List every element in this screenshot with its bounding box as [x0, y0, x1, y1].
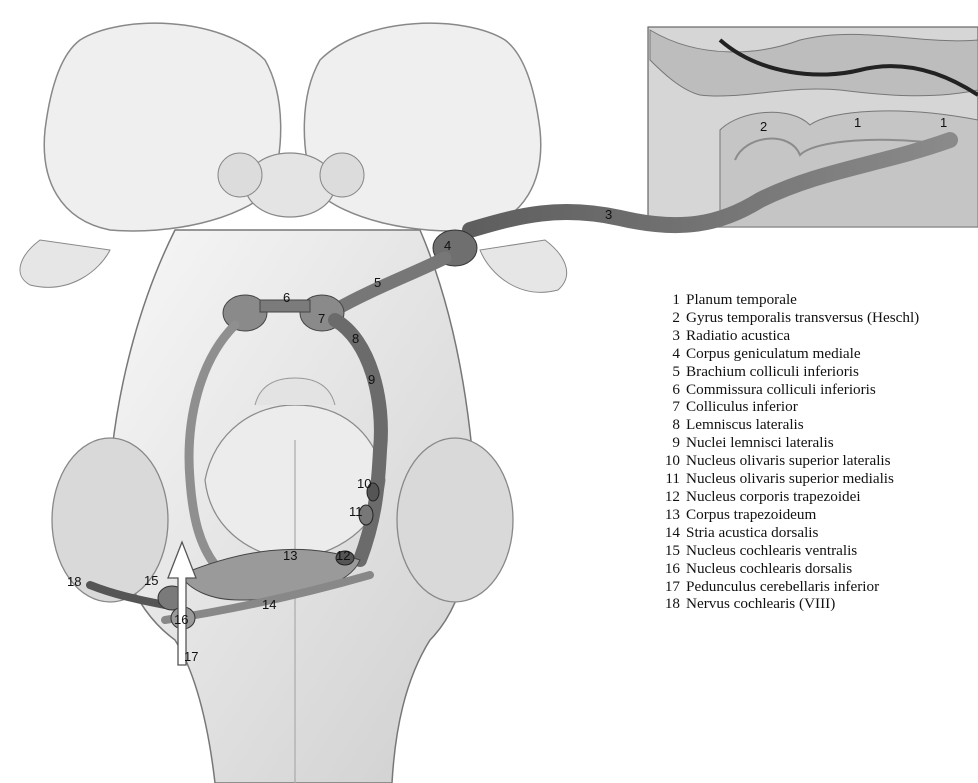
marker-11: 11 — [349, 504, 363, 519]
legend-label: Nucleus cochlearis ventralis — [686, 542, 857, 559]
marker-7: 7 — [318, 311, 325, 326]
legend-label: Corpus geniculatum mediale — [686, 345, 861, 362]
legend-label: Commissura colliculi inferioris — [686, 381, 876, 398]
legend-item: 9 Nuclei lemnisci lateralis — [664, 434, 976, 452]
legend-number: 10 — [664, 452, 680, 470]
legend-number: 2 — [664, 309, 680, 327]
legend-item: 8 Lemniscus lateralis — [664, 416, 976, 434]
legend-number: 13 — [664, 506, 680, 524]
legend-number: 14 — [664, 524, 680, 542]
legend-item: 5 Brachium colliculi inferioris — [664, 363, 976, 381]
legend-number: 16 — [664, 560, 680, 578]
marker-1a: 1 — [854, 115, 861, 130]
legend-item: 2 Gyrus temporalis transversus (Heschl) — [664, 309, 976, 327]
marker-9: 9 — [368, 372, 375, 387]
legend-item: 6 Commissura colliculi inferioris — [664, 381, 976, 399]
legend-item: 17 Pedunculus cerebellaris inferior — [664, 578, 976, 596]
legend-number: 18 — [664, 595, 680, 613]
legend-item: 12 Nucleus corporis trapezoidei — [664, 488, 976, 506]
legend-number: 1 — [664, 291, 680, 309]
legend-label: Nucleus corporis trapezoidei — [686, 488, 861, 505]
legend-item: 18 Nervus cochlearis (VIII) — [664, 595, 976, 613]
legend-item: 13 Corpus trapezoideum — [664, 506, 976, 524]
marker-15: 15 — [144, 573, 158, 588]
legend-label: Nuclei lemnisci lateralis — [686, 434, 834, 451]
legend-number: 4 — [664, 345, 680, 363]
legend-label: Lemniscus lateralis — [686, 416, 804, 433]
legend-number: 9 — [664, 434, 680, 452]
legend-number: 15 — [664, 542, 680, 560]
marker-14: 14 — [262, 597, 276, 612]
legend-item: 14 Stria acustica dorsalis — [664, 524, 976, 542]
legend-number: 17 — [664, 578, 680, 596]
legend-list: 1 Planum temporale 2 Gyrus temporalis trans… — [664, 291, 976, 613]
marker-1b: 1 — [940, 115, 947, 130]
marker-10: 10 — [357, 476, 371, 491]
legend-number: 12 — [664, 488, 680, 506]
legend-number: 3 — [664, 327, 680, 345]
marker-12: 12 — [336, 548, 350, 563]
cortex-inset — [648, 27, 978, 227]
marker-8: 8 — [352, 331, 359, 346]
marker-3: 3 — [605, 207, 612, 222]
legend-number: 5 — [664, 363, 680, 381]
marker-6: 6 — [283, 290, 290, 305]
legend-label: Brachium colliculi inferioris — [686, 363, 859, 380]
legend-label: Nervus cochlearis (VIII) — [686, 595, 835, 612]
legend-number: 11 — [664, 470, 680, 488]
legend-label: Nucleus olivaris superior medialis — [686, 470, 894, 487]
legend-number: 8 — [664, 416, 680, 434]
legend-label: Stria acustica dorsalis — [686, 524, 818, 541]
marker-5: 5 — [374, 275, 381, 290]
legend-item: 4 Corpus geniculatum mediale — [664, 345, 976, 363]
legend-label: Corpus trapezoideum — [686, 506, 816, 523]
marker-2: 2 — [760, 119, 767, 134]
marker-16: 16 — [174, 612, 188, 627]
legend-item: 16 Nucleus cochlearis dorsalis — [664, 560, 976, 578]
legend-item: 11 Nucleus olivaris superior medialis — [664, 470, 976, 488]
legend-label: Planum temporale — [686, 291, 797, 308]
legend-item: 3 Radiatio acustica — [664, 327, 976, 345]
legend-label: Pedunculus cerebellaris inferior — [686, 578, 879, 595]
legend-item: 15 Nucleus cochlearis ventralis — [664, 542, 976, 560]
marker-17: 17 — [184, 649, 198, 664]
legend-label: Colliculus inferior — [686, 398, 798, 415]
legend-label: Radiatio acustica — [686, 327, 790, 344]
legend-label: Nucleus olivaris superior lateralis — [686, 452, 891, 469]
marker-18: 18 — [67, 574, 81, 589]
legend-label: Gyrus temporalis transversus (Heschl) — [686, 309, 919, 326]
marker-4: 4 — [444, 238, 451, 253]
legend-item: 10 Nucleus olivaris superior lateralis — [664, 452, 976, 470]
legend-item: 1 Planum temporale — [664, 291, 976, 309]
legend-item: 7 Colliculus inferior — [664, 398, 976, 416]
legend-label: Nucleus cochlearis dorsalis — [686, 560, 852, 577]
legend-number: 6 — [664, 381, 680, 399]
marker-13: 13 — [283, 548, 297, 563]
legend-number: 7 — [664, 398, 680, 416]
brainstem — [52, 230, 513, 783]
